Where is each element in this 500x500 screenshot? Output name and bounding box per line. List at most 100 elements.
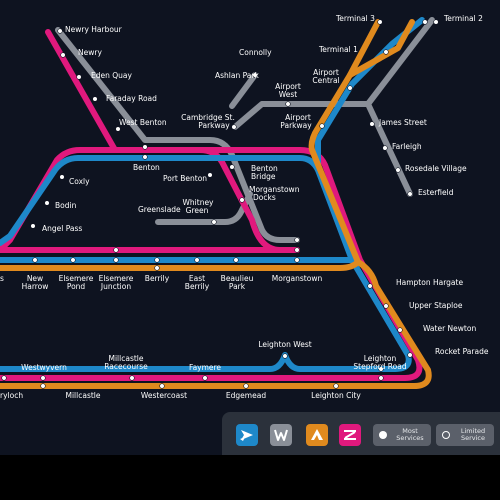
label-water-newton: Water Newton (423, 324, 476, 333)
label-benton: Benton (133, 163, 160, 172)
w-letter-icon (274, 429, 288, 441)
station-dot-terminal-1[interactable] (383, 49, 389, 55)
label-upper-staploe: Upper Staploe (409, 301, 463, 310)
orange-line-terminal-2[interactable] (347, 19, 415, 78)
station-dot-leighton-west[interactable] (282, 353, 288, 359)
station-dot-east-berrily[interactable] (194, 257, 200, 263)
most-services-label: Most Services (396, 427, 424, 442)
operator-filter-orange[interactable] (306, 424, 328, 446)
station-dot-new-harrow[interactable] (32, 257, 38, 263)
label-beaulieu-park-1: Beaulieu (221, 274, 254, 283)
route-map[interactable]: Newry Harbour Newry Eden Quay Faraday Ro… (0, 0, 500, 455)
station-dot-upper-staploe[interactable] (383, 303, 389, 309)
station-dot-connolly[interactable] (252, 72, 258, 78)
label-airport-parkway-1: Airport (285, 113, 311, 122)
operator-filter-pink[interactable] (339, 424, 361, 446)
station-dot-esterfield[interactable] (407, 191, 413, 197)
station-dot-whitney-green[interactable] (211, 219, 217, 225)
station-dot-benton-2[interactable] (142, 154, 148, 160)
station-dot-benton[interactable] (142, 144, 148, 150)
station-dot-berrily-2[interactable] (154, 265, 160, 271)
label-elsemere-junction-2: Junction (100, 282, 131, 291)
station-dot-water-newton[interactable] (397, 327, 403, 333)
limited-service-toggle[interactable]: Limited Service (436, 424, 494, 446)
label-airport-parkway-2: Parkway (280, 121, 312, 130)
station-dot-morganstown-3[interactable] (294, 257, 300, 263)
operator-filter-blue[interactable] (236, 424, 258, 446)
label-berrily: Berrily (145, 274, 170, 283)
label-elsemere-pond-2: Pond (67, 282, 86, 291)
station-dot-benton-bridge[interactable] (229, 164, 235, 170)
station-dot-terminal-3[interactable] (377, 19, 383, 25)
station-dot-millcastle-racecourse[interactable] (129, 375, 135, 381)
label-benton-bridge-2: Bridge (251, 172, 276, 181)
station-dot-west-benton[interactable] (115, 126, 121, 132)
orange-line-airport[interactable] (308, 19, 381, 265)
station-dot-faymere[interactable] (202, 375, 208, 381)
a-shape-icon (311, 429, 323, 440)
station-dot-eden-quay[interactable] (76, 74, 82, 80)
station-dot-newry-harbour[interactable] (57, 28, 63, 34)
station-dot-elsemere-junction-2[interactable] (113, 257, 119, 263)
grey-line-connolly[interactable] (229, 72, 258, 109)
label-elsemere-junction-1: Elsemere (99, 274, 134, 283)
station-dot-westwyvern[interactable] (40, 375, 46, 381)
label-whitney-green-2: Green (186, 206, 209, 215)
orange-line[interactable] (0, 259, 432, 389)
station-dot-leighton-stepford-2[interactable] (378, 375, 384, 381)
station-dot-morganstown-2[interactable] (294, 247, 300, 253)
station-dot-beaulieu-park[interactable] (233, 257, 239, 263)
label-rocket-parade: Rocket Parade (435, 347, 489, 356)
station-dot-elsemere-junction[interactable] (113, 247, 119, 253)
station-dot-james-street[interactable] (369, 121, 375, 127)
label-coxly: Coxly (69, 177, 90, 186)
station-dot-faraday-road[interactable] (92, 96, 98, 102)
station-dot-rosedale-village[interactable] (395, 167, 401, 173)
label-east-berrily-1: East (189, 274, 205, 283)
station-dot-newry[interactable] (60, 52, 66, 58)
station-dot-terminal-2b[interactable] (433, 19, 439, 25)
label-leighton-stepford-2: Stepford Road (353, 362, 406, 371)
station-dot-edgemead[interactable] (243, 383, 249, 389)
pink-line-west-loop[interactable] (0, 147, 118, 253)
label-angel-pass: Angel Pass (42, 224, 82, 233)
label-terminal-2: Terminal 2 (443, 14, 483, 23)
station-dot-port-benton[interactable] (207, 172, 213, 178)
station-dot-leighton-stepford[interactable] (378, 366, 384, 372)
label-faraday-road: Faraday Road (106, 94, 157, 103)
most-services-toggle[interactable]: Most Services (373, 424, 431, 446)
station-dot-terminal-2[interactable] (422, 19, 428, 25)
station-dot-elsemere-pond[interactable] (70, 257, 76, 263)
label-terminal-1: Terminal 1 (318, 45, 358, 54)
station-dot-westwyvern-2[interactable] (40, 383, 46, 389)
label-leighton-city: Leighton City (311, 391, 361, 400)
legend-panel: Most Services Limited Service (222, 412, 500, 455)
station-dot-rocket-parade[interactable] (407, 352, 413, 358)
label-newry-harbour: Newry Harbour (65, 25, 123, 34)
label-rosedale-village: Rosedale Village (405, 164, 467, 173)
station-dot-cambridge-st[interactable] (231, 124, 237, 130)
station-dot-coxly[interactable] (59, 174, 65, 180)
grey-line-greenslade[interactable] (155, 191, 253, 225)
station-dot-morganstown-docks[interactable] (239, 197, 245, 203)
grey-line-airport-central[interactable] (365, 17, 435, 107)
station-dot-morganstown[interactable] (294, 237, 300, 243)
station-dot-airport-central[interactable] (347, 85, 353, 91)
station-dot-leighton-city[interactable] (333, 383, 339, 389)
label-esterfield: Esterfield (418, 188, 454, 197)
label-new-harrow-2: Harrow (22, 282, 49, 291)
operator-filter-grey[interactable] (270, 424, 292, 446)
label-leighton-west: Leighton West (258, 340, 311, 349)
station-dot-westercoast[interactable] (159, 383, 165, 389)
station-dot-ryloch[interactable] (1, 375, 7, 381)
station-dot-angel-pass[interactable] (30, 223, 36, 229)
label-newry: Newry (78, 48, 102, 57)
station-dot-hampton-hargate[interactable] (367, 283, 373, 289)
station-dot-berrily[interactable] (154, 257, 160, 263)
label-greenslade: Greenslade (138, 205, 181, 214)
station-dot-airport-west[interactable] (285, 101, 291, 107)
station-dot-farleigh[interactable] (382, 145, 388, 151)
station-dot-airport-parkway[interactable] (319, 123, 325, 129)
blue-arrow-icon (240, 430, 253, 441)
station-dot-bodin[interactable] (44, 200, 50, 206)
